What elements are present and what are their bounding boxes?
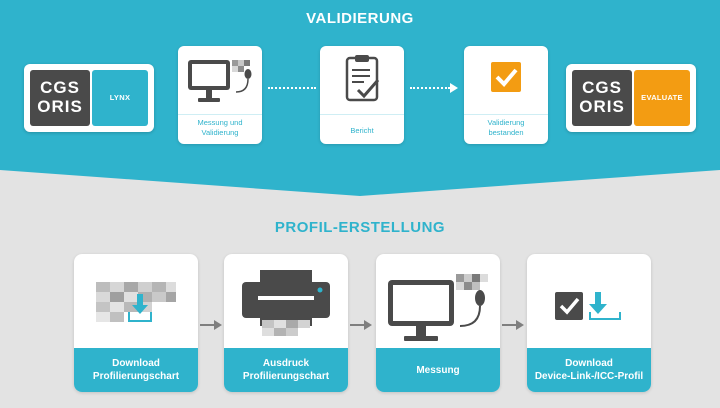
- monitor-measure-icon: [388, 274, 488, 341]
- step-label: Bericht: [350, 126, 374, 135]
- step-label: Messung: [376, 348, 500, 392]
- dotted-connector: [410, 87, 450, 89]
- logo-cgs-oris: CGS ORIS: [30, 70, 90, 126]
- printer-icon: [242, 270, 330, 336]
- logo-product-lynx: LYNX: [92, 70, 148, 126]
- dotted-connector: [268, 87, 316, 89]
- step-measurement: Messung: [376, 254, 500, 392]
- step-report: Bericht: [320, 46, 404, 144]
- cgs-oris-lynx-logo: CGS ORIS LYNX: [24, 64, 154, 132]
- cgs-oris-evaluate-logo: CGS ORIS EVALUATE: [566, 64, 696, 132]
- card-divider: [178, 114, 262, 115]
- arrow-right-icon: [350, 320, 372, 330]
- chart-download-icon: [96, 282, 176, 322]
- step-measurement-validation: Messung und Validierung: [178, 46, 262, 144]
- logo-product-evaluate: EVALUATE: [634, 70, 690, 126]
- monitor-measure-icon: [188, 60, 252, 102]
- check-download-icon: [555, 292, 621, 320]
- arrow-right-icon: [502, 320, 524, 330]
- checkbox-checked-icon: [491, 62, 521, 92]
- clipboard-check-icon: [345, 55, 380, 102]
- validation-title: VALIDIERUNG: [306, 10, 414, 27]
- step-validation-passed: Validierung bestanden: [464, 46, 548, 144]
- arrow-right-icon: [200, 320, 222, 330]
- step-label: Messung und Validierung: [197, 118, 243, 137]
- logo-cgs-oris: CGS ORIS: [572, 70, 632, 126]
- step-label: Validierung bestanden: [487, 118, 525, 137]
- card-divider: [320, 114, 404, 115]
- card-divider: [464, 114, 548, 115]
- arrowhead: [450, 83, 458, 93]
- profile-title: PROFIL-ERSTELLUNG: [274, 219, 446, 236]
